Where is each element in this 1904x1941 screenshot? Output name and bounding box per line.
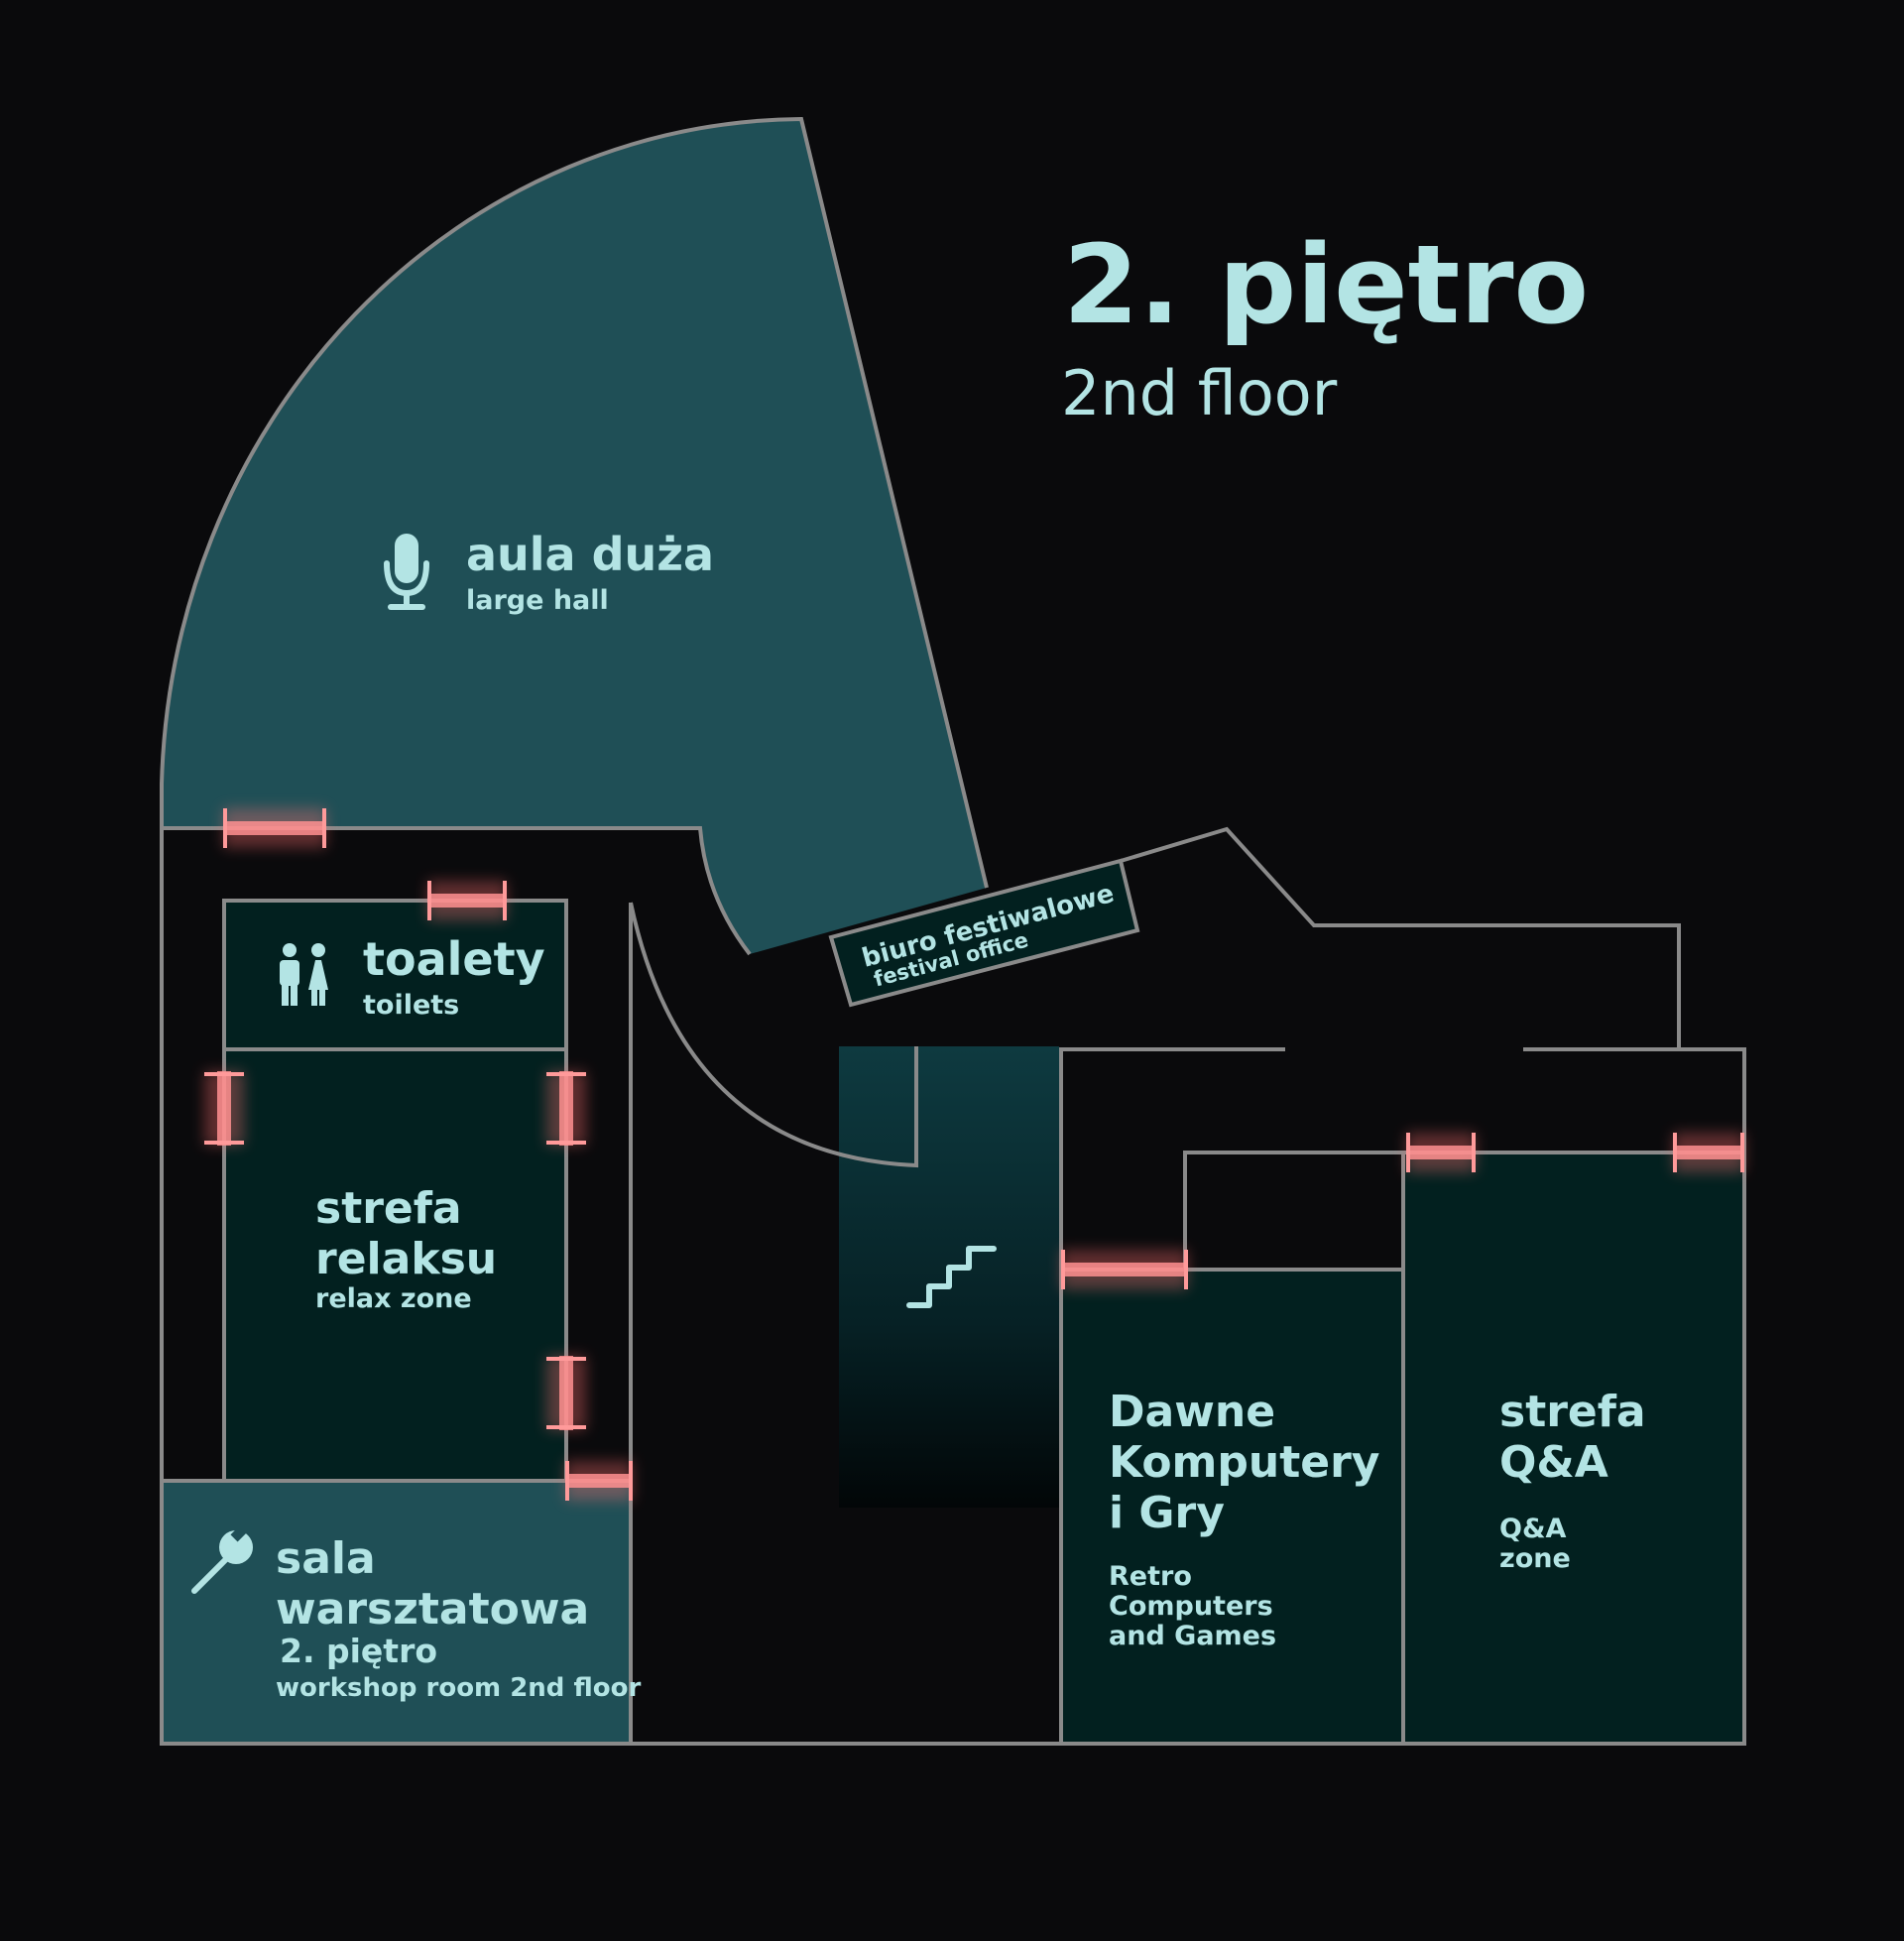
floor-title: 2. piętro bbox=[1063, 221, 1589, 348]
relax-zone-label-2: relaksu bbox=[315, 1234, 497, 1284]
large-hall-label: aula duża bbox=[466, 528, 714, 581]
door-large-hall[interactable] bbox=[223, 808, 326, 848]
walls bbox=[160, 116, 1746, 1746]
workshop-label-2: warsztatowa bbox=[276, 1584, 589, 1635]
retro-label-3: i Gry bbox=[1109, 1488, 1225, 1538]
floor-subtitle: 2nd floor bbox=[1061, 357, 1338, 429]
toilets-label: toalety bbox=[363, 932, 545, 986]
door-retro-computers[interactable] bbox=[1061, 1250, 1188, 1289]
relax-zone-sublabel: relax zone bbox=[315, 1283, 472, 1314]
wrench-icon bbox=[191, 1524, 253, 1594]
festival-office-area[interactable] bbox=[831, 861, 1137, 1005]
stairs-icon bbox=[906, 1246, 997, 1308]
door-workshop[interactable] bbox=[565, 1461, 633, 1501]
qa-sublabel-2: zone bbox=[1499, 1543, 1571, 1574]
retro-computers-area[interactable] bbox=[1061, 1270, 1403, 1744]
retro-sublabel-1: Retro bbox=[1109, 1561, 1192, 1592]
workshop-area[interactable] bbox=[162, 1481, 631, 1744]
relax-zone-area[interactable] bbox=[224, 1049, 566, 1481]
door-toilets[interactable] bbox=[427, 881, 507, 920]
door-qa-left[interactable] bbox=[1406, 1133, 1476, 1172]
qa-label-1: strefa bbox=[1499, 1387, 1646, 1437]
large-hall-area[interactable] bbox=[162, 119, 987, 954]
qa-label-2: Q&A bbox=[1499, 1437, 1608, 1488]
relax-zone-label-1: strefa bbox=[315, 1183, 462, 1234]
doors bbox=[204, 808, 1744, 1501]
door-relax-right-bottom[interactable] bbox=[546, 1356, 586, 1430]
qa-zone-area[interactable] bbox=[1403, 1152, 1744, 1744]
qa-sublabel-1: Q&A bbox=[1499, 1514, 1566, 1544]
retro-label-2: Komputery bbox=[1109, 1437, 1379, 1488]
toilets-sublabel: toilets bbox=[363, 990, 459, 1021]
retro-sublabel-3: and Games bbox=[1109, 1621, 1276, 1651]
retro-label-1: Dawne bbox=[1109, 1387, 1275, 1437]
workshop-label-3: 2. piętro bbox=[280, 1632, 437, 1670]
door-qa-right[interactable] bbox=[1673, 1133, 1744, 1172]
toilets-icon bbox=[280, 943, 328, 1006]
retro-sublabel-2: Computers bbox=[1109, 1591, 1273, 1622]
workshop-sublabel: workshop room 2nd floor bbox=[276, 1673, 641, 1703]
large-hall-sublabel: large hall bbox=[466, 585, 609, 616]
workshop-label-1: sala bbox=[276, 1533, 376, 1584]
microphone-icon bbox=[384, 534, 429, 610]
door-relax-right-top[interactable] bbox=[546, 1071, 586, 1146]
door-relax-left[interactable] bbox=[204, 1071, 244, 1146]
